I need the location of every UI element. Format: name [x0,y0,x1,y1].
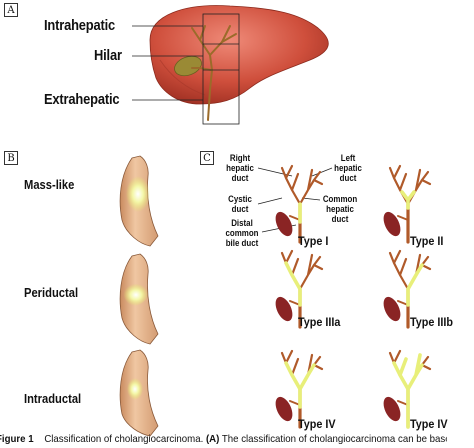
caption-prefix: Figure 1 [0,433,34,445]
biliary-tree-typeIV2 [383,349,432,429]
label-type-i: Type I [298,234,329,248]
liver-illustration [132,5,329,125]
cystic-duct [397,215,409,221]
tumor-involvement [284,261,302,307]
gallbladder [383,211,401,237]
label-right-hepatic-duct: Right hepatic duct [226,153,254,183]
label-type-iv-right: Type IV [410,417,448,431]
tumor-involvement [284,361,316,409]
tumor-involvement [406,263,424,307]
duct-periductal [119,253,159,345]
right-hepatic-branches [280,164,302,206]
gallbladder-a [174,55,202,77]
biliary-tree-typeI [275,164,324,244]
left-hepatic-branches [298,168,324,206]
label-mass-like: Mass-like [24,177,75,192]
panel-b-letter: B [4,151,18,165]
gallbladder [383,296,401,322]
caption-ref: (A) [205,433,220,445]
label-intrahepatic: Intrahepatic [44,17,116,34]
label-hilar: Hilar [94,47,122,64]
right-hepatic-branches [388,164,410,206]
duct-region-box [202,13,240,125]
biliary-tree-typeIV [275,349,324,429]
label-common-hepatic-duct: Common hepatic duct [322,194,358,224]
gallbladder [275,211,293,237]
label-type-iv-left: Type IV [298,417,336,431]
left-hepatic-branches [406,168,432,206]
duct-mass-like [119,155,159,247]
biliary-tree-typeIIIa [275,249,324,329]
tumor-involvement [392,353,424,429]
gallbladder [275,396,293,422]
label-type-ii: Type II [410,234,444,248]
biliary-tree-typeIIIb [383,249,432,329]
figure-caption: Figure 1 Classification of cholangiocarc… [0,433,447,445]
gallbladder [383,396,401,422]
gallbladder [275,296,293,322]
caption-rest: The classification of cholangiocarcinoma… [221,433,447,445]
caption-text: Classification of cholangiocarcinoma. [44,433,204,445]
left-hepatic-branches [298,253,324,291]
right-hepatic-branches [388,249,410,291]
label-type-iiib: Type IIIb [410,315,454,329]
label-type-iiia: Type IIIa [298,315,341,329]
panel-c-letter: C [200,151,214,165]
biliary-tree-typeII [383,164,432,244]
duct-intraductal [119,349,159,437]
label-intraductal: Intraductal [24,391,82,406]
label-periductal: Periductal [24,285,79,300]
label-extrahepatic: Extrahepatic [44,91,120,108]
label-cystic-duct: Cystic duct [228,194,252,214]
label-distal-common-bile-duct: Distal common bile duct [225,218,259,248]
tumor-involvement [400,190,416,210]
label-left-hepatic-duct: Left hepatic duct [334,153,362,183]
panel-a-letter: A [4,3,18,17]
